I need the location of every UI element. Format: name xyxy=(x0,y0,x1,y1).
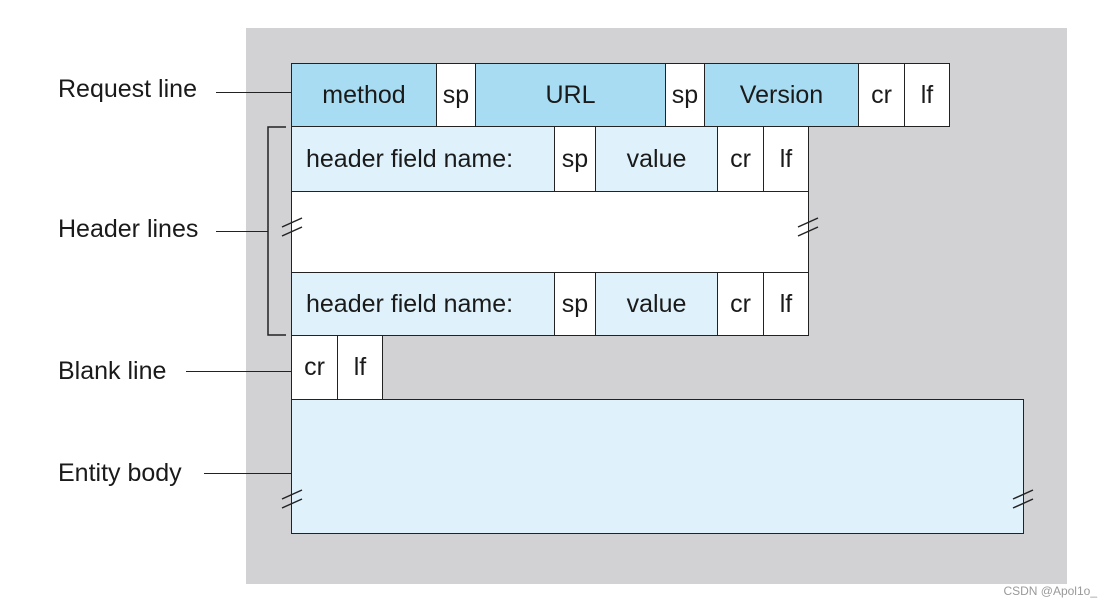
header-lines-bracket xyxy=(267,126,286,336)
entity-body-box xyxy=(291,399,1024,534)
request-sp-cell-1: sp xyxy=(436,63,476,127)
request-cr-cell: cr xyxy=(858,63,905,127)
header-cr-cell-2: cr xyxy=(717,272,764,336)
leader-request-line xyxy=(216,92,292,93)
header-sp-cell-1: sp xyxy=(554,126,596,192)
header-field-name-cell-2: header field name: xyxy=(291,272,555,336)
label-header-lines: Header lines xyxy=(58,215,199,243)
header-value-cell-2: value xyxy=(595,272,718,336)
request-method-cell: method xyxy=(291,63,437,127)
header-field-name-cell-1: header field name: xyxy=(291,126,555,192)
request-version-cell: Version xyxy=(704,63,859,127)
leader-header-lines xyxy=(216,231,268,232)
label-request-line: Request line xyxy=(58,75,197,103)
label-entity-body: Entity body xyxy=(58,459,182,487)
label-blank-line: Blank line xyxy=(58,357,167,385)
header-sp-cell-2: sp xyxy=(554,272,596,336)
header-cr-cell-1: cr xyxy=(717,126,764,192)
body-break-mark-left xyxy=(281,489,303,509)
header-lf-cell-2: lf xyxy=(763,272,809,336)
request-url-cell: URL xyxy=(475,63,666,127)
leader-entity-body xyxy=(204,473,292,474)
header-break-mark-right xyxy=(797,217,819,237)
request-lf-cell: lf xyxy=(904,63,950,127)
watermark: CSDN @Apol1o_ xyxy=(1003,584,1097,598)
leader-blank-line xyxy=(186,371,292,372)
header-lf-cell-1: lf xyxy=(763,126,809,192)
body-break-mark-right xyxy=(1012,489,1034,509)
header-break-mark-left xyxy=(281,217,303,237)
request-sp-cell-2: sp xyxy=(665,63,705,127)
